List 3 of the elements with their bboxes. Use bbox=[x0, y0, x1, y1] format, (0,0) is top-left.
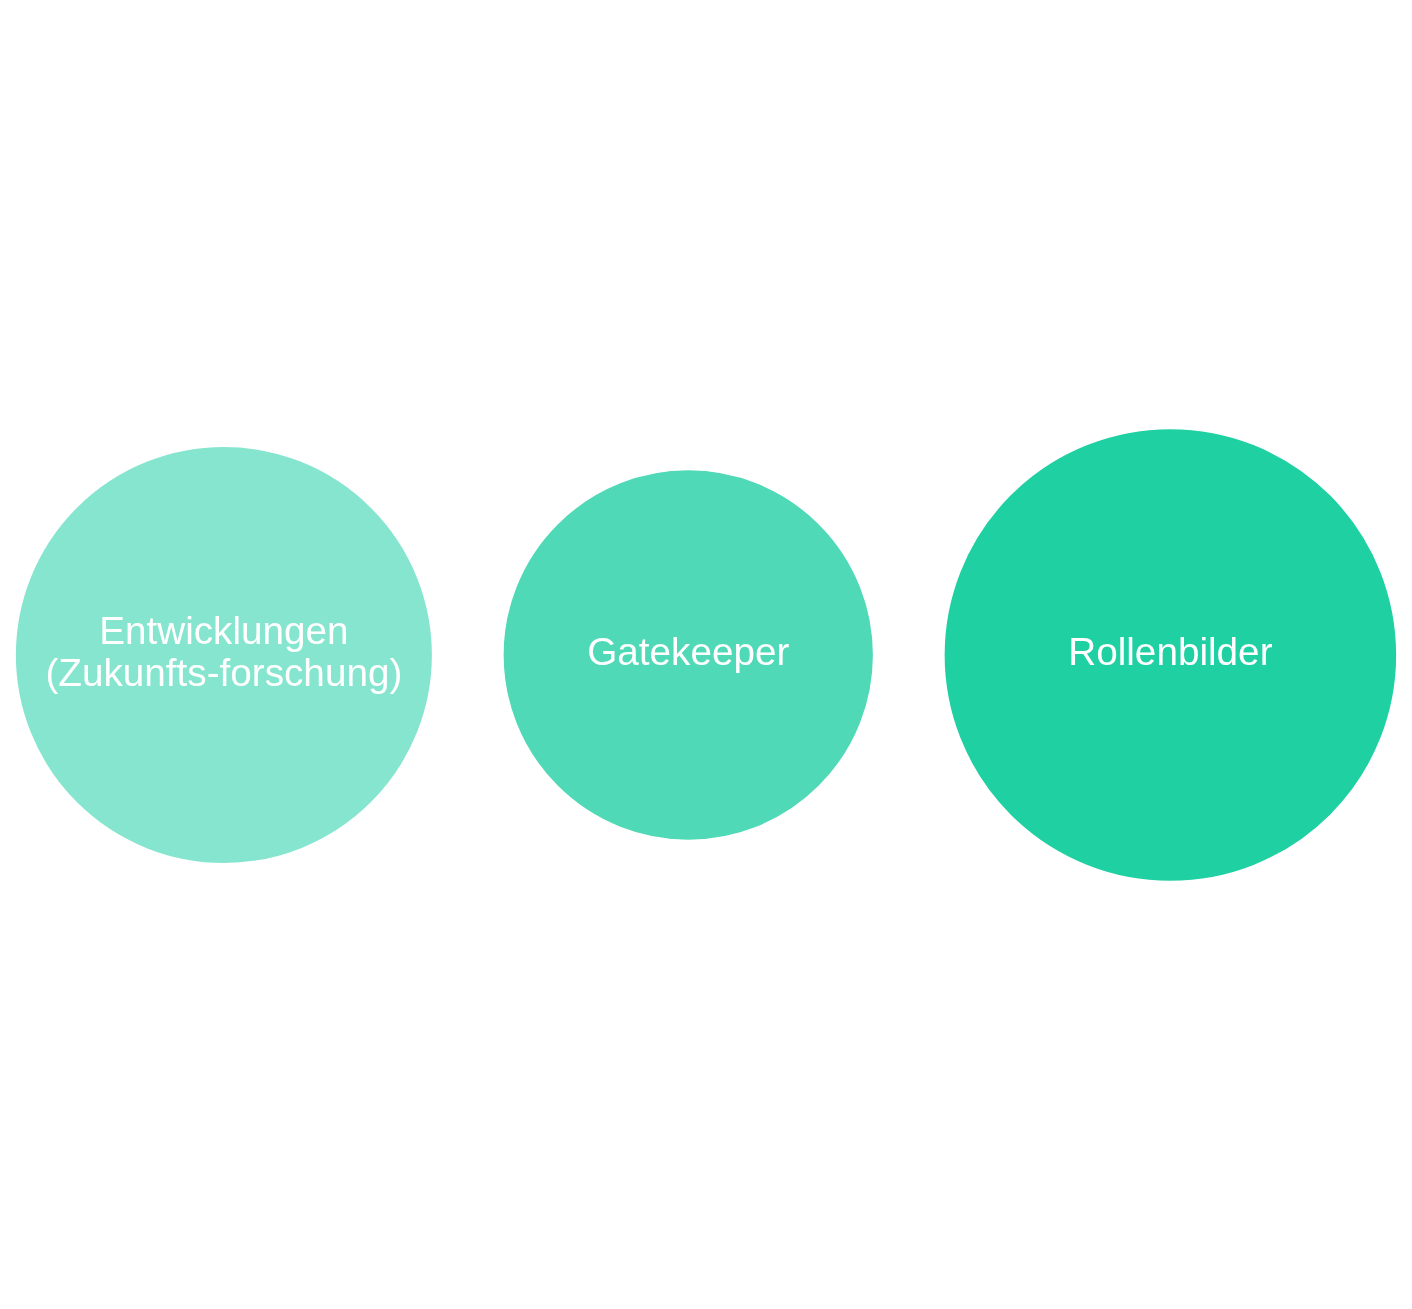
node-circle: Entwicklungen (Zukunfts-forschung) bbox=[14, 444, 434, 865]
node-circle: Gatekeeper bbox=[502, 468, 875, 841]
node-circle: Rollenbilder bbox=[943, 427, 1398, 882]
